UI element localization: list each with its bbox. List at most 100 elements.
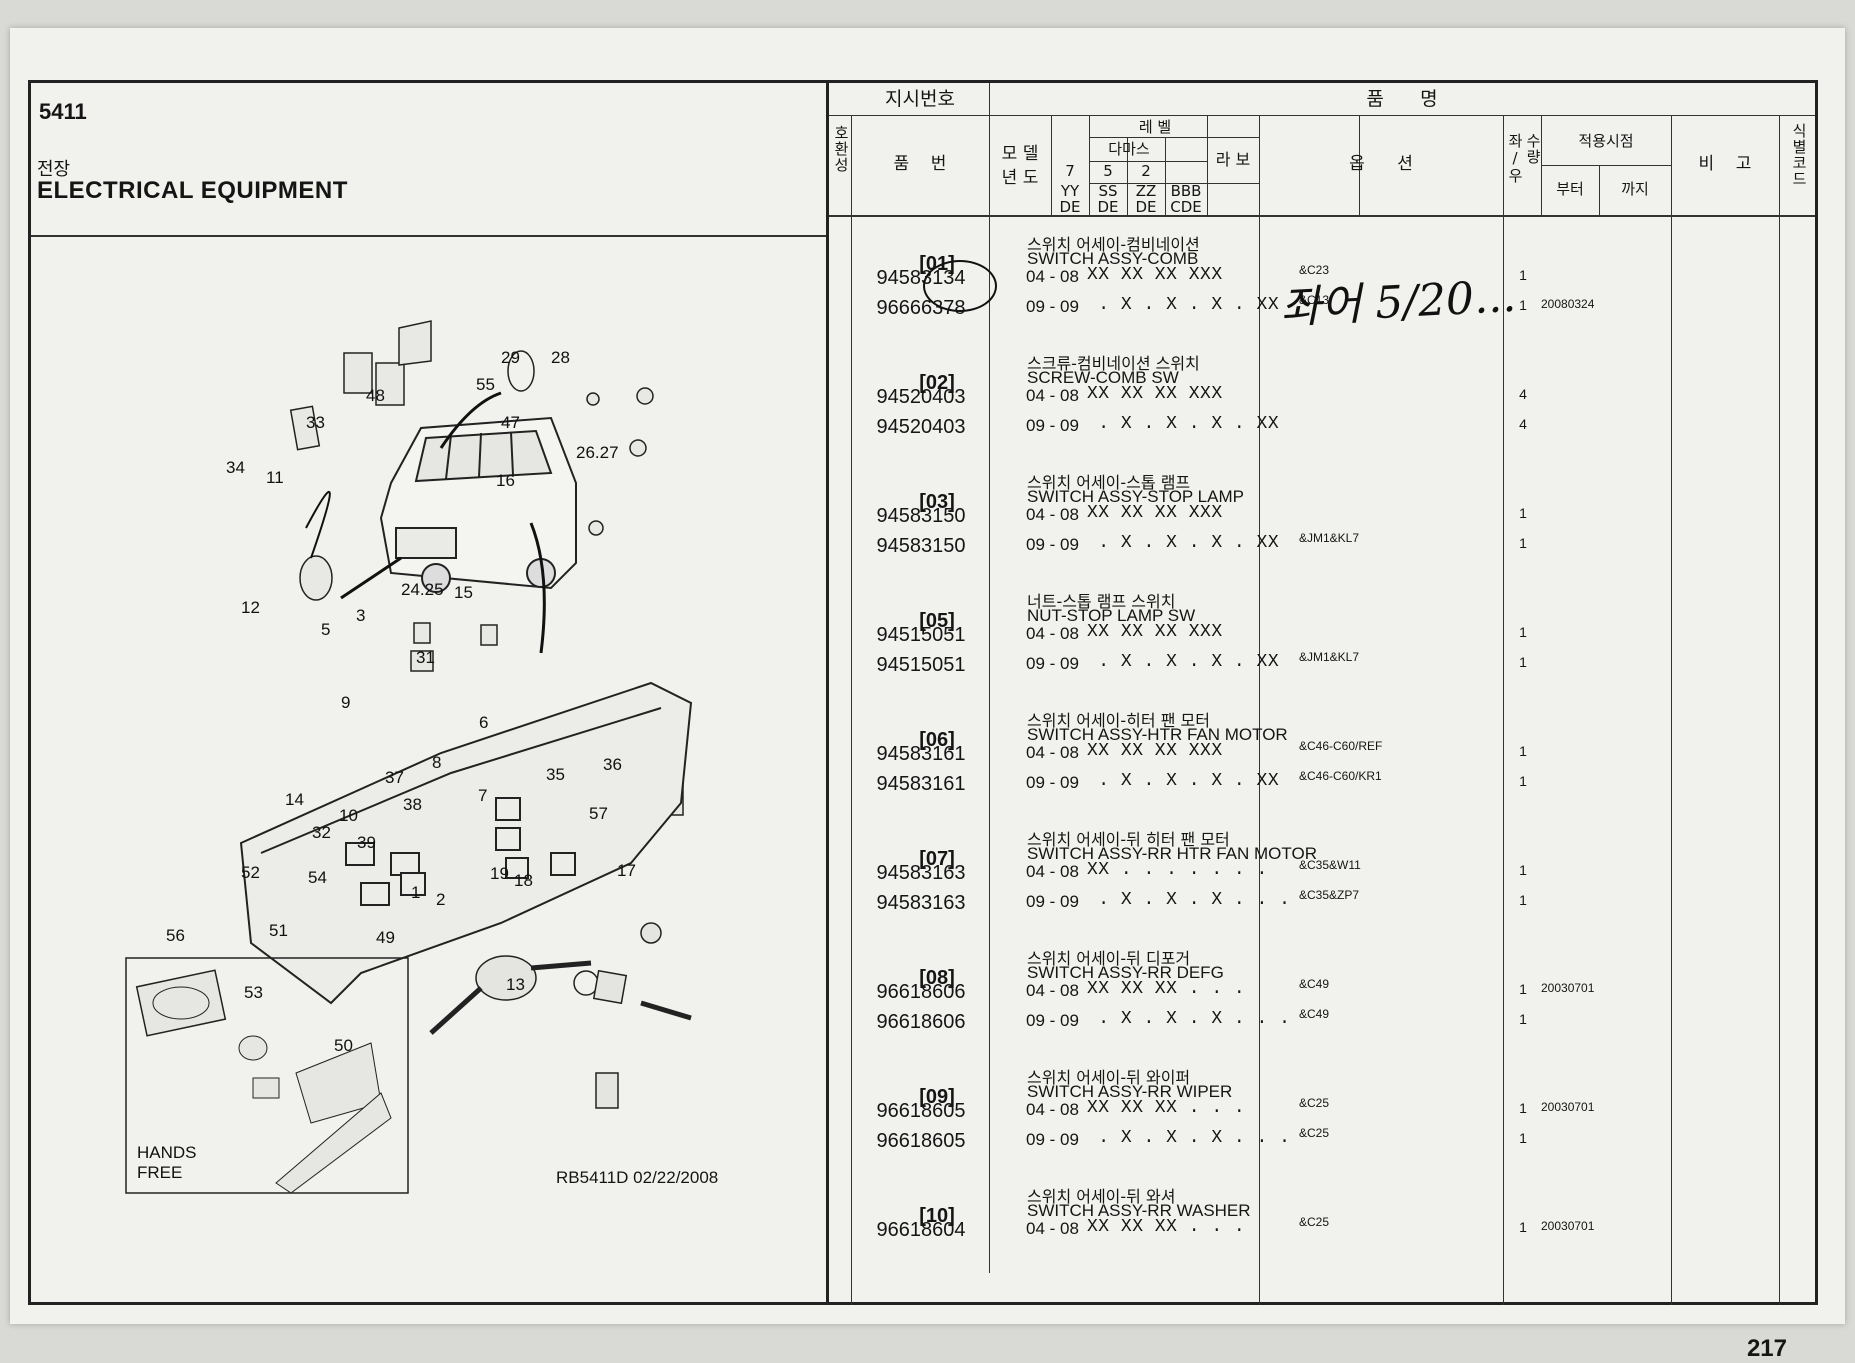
callout-49: 49 [376, 928, 395, 947]
part-ref: [08] [919, 967, 955, 989]
part-number: 94583163 [876, 892, 966, 914]
part-number: 94583163 [876, 862, 966, 884]
part-number: 94583150 [876, 535, 966, 557]
callout-47: 47 [501, 413, 520, 432]
part-name-kr: 스위치 어세이-뒤 와셔 [1027, 1187, 1176, 1206]
level-marks: XX XX XX . . . [1087, 1217, 1246, 1237]
callout-17: 17 [617, 861, 636, 880]
model-year: 09 - 09 [1026, 892, 1079, 911]
quantity: 1 [1519, 862, 1527, 878]
header-interchange: 호환성 [832, 125, 850, 173]
level-marks: . X . X . X . . . [1087, 1009, 1291, 1029]
part-ref: [03] [919, 491, 955, 513]
grid-line [1541, 165, 1671, 166]
model-year: 09 - 09 [1026, 535, 1079, 554]
callout-36: 36 [603, 755, 622, 774]
grid-line [1599, 165, 1600, 215]
part-number: 94583150 [876, 505, 966, 527]
level-marks: XX XX XX XXX [1087, 741, 1223, 761]
part-name-en: SWITCH ASSY-RR DEFG [1027, 963, 1224, 982]
header-model-year-1: 모 델 [1001, 144, 1039, 164]
header-yy: YY [1060, 182, 1080, 200]
level-marks: . X . X . X . XX [1087, 533, 1280, 553]
grid-line [1165, 137, 1166, 215]
grid-line [1779, 115, 1780, 1305]
grid-line [1671, 115, 1672, 1305]
callout-35: 35 [546, 765, 565, 784]
part-name-kr: 스위치 어세이-컴비네이션 [1027, 235, 1200, 254]
grid-line [1089, 115, 1090, 215]
model-year: 09 - 09 [1026, 297, 1079, 316]
part-ref: [10] [919, 1205, 955, 1227]
header-to: 까지 [1621, 180, 1649, 198]
header-divider [31, 235, 826, 237]
quantity: 1 [1519, 297, 1527, 313]
header-cde: CDE [1170, 198, 1202, 216]
grid-line [829, 215, 1815, 217]
part-number: 94520403 [876, 416, 966, 438]
quantity: 1 [1519, 505, 1527, 521]
grid-line [1359, 115, 1360, 215]
callout-33: 33 [306, 413, 325, 432]
option-code: &C25 [1299, 1096, 1330, 1110]
part-name-en: SWITCH ASSY-RR WASHER [1027, 1201, 1251, 1220]
header-part-no: 품 번 [893, 154, 947, 174]
page-frame: 5411 전장 ELECTRICAL EQUIPMENT [28, 80, 1818, 1362]
grid-line [1127, 137, 1128, 215]
applied-from: 20030701 [1541, 981, 1595, 995]
part-number: 96618605 [876, 1100, 966, 1122]
model-year: 09 - 09 [1026, 654, 1079, 673]
header-de-2: DE [1097, 198, 1119, 216]
option-code: &C13 [1299, 293, 1330, 307]
option-code: &C46-C60/KR1 [1299, 769, 1382, 783]
quantity: 1 [1519, 773, 1527, 789]
grid-line [1051, 115, 1052, 215]
header-left-right: 좌/우 [1506, 133, 1524, 184]
part-name-en: NUT-STOP LAMP SW [1027, 606, 1196, 625]
part-number: 94515051 [876, 654, 966, 676]
part-name-kr: 스위치 어세이-뒤 히터 팬 모터 [1027, 830, 1230, 849]
header-name: 품 명 [1366, 88, 1438, 110]
quantity: 1 [1519, 535, 1527, 551]
callout-37: 37 [385, 768, 404, 787]
grid-line [1089, 137, 1259, 138]
section-title-en: ELECTRICAL EQUIPMENT [37, 177, 348, 204]
dashboard-drawing [239, 681, 693, 1005]
callout-48: 48 [366, 386, 385, 405]
header-labo: 라 보 [1215, 150, 1251, 169]
part-name-en: SWITCH ASSY-HTR FAN MOTOR [1027, 725, 1288, 744]
model-year: 09 - 09 [1026, 1130, 1079, 1149]
level-marks: . X . X . X . . . [1087, 1128, 1291, 1148]
hands-free-box: HANDS FREE [125, 957, 409, 1194]
level-marks: XX XX XX XXX [1087, 503, 1223, 523]
callout-7: 7 [478, 786, 487, 805]
callout-12: 12 [241, 598, 260, 617]
part-number: 94583161 [876, 743, 966, 765]
quantity: 1 [1519, 624, 1527, 640]
part-name-en: SCREW-COMB SW [1027, 368, 1179, 387]
grid-line [1089, 161, 1207, 162]
part-name-en: SWITCH ASSY-COMB [1027, 249, 1199, 268]
level-marks: XX . . . . . . . [1087, 860, 1268, 880]
option-code: &C23 [1299, 263, 1330, 277]
callout-50: 50 [334, 1036, 353, 1055]
hands-free-label-1: HANDS [137, 1143, 197, 1162]
option-code: &C49 [1299, 1007, 1330, 1021]
model-year: 04 - 08 [1026, 624, 1079, 643]
part-name-kr: 너트-스톱 램프 스위치 [1027, 592, 1176, 611]
callout-1: 1 [411, 883, 420, 902]
quantity: 1 [1519, 1011, 1527, 1027]
part-number: 96618606 [876, 981, 966, 1003]
callout-26-27: 26.27 [576, 443, 619, 462]
quantity: 1 [1519, 1100, 1527, 1116]
part-number: 94520403 [876, 386, 966, 408]
callout-10: 10 [339, 806, 358, 825]
part-number: 96618606 [876, 1011, 966, 1033]
level-marks: XX XX XX XXX [1087, 622, 1223, 642]
header-de-3: DE [1135, 198, 1157, 216]
quantity: 4 [1519, 386, 1527, 402]
callout-39: 39 [357, 833, 376, 852]
level-marks: . X . X . X . XX [1087, 414, 1280, 434]
option-code: &C25 [1299, 1126, 1330, 1140]
